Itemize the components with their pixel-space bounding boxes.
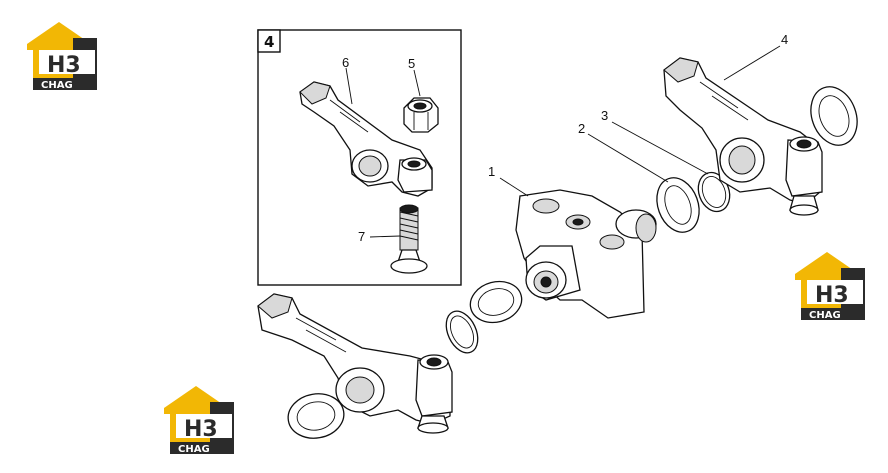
end-washer-right: [810, 86, 858, 146]
brand-logo-bottom-left: H3 CHAG: [164, 386, 234, 455]
snap-ring-left: [445, 310, 479, 354]
adjusting-screw-detail: [390, 204, 428, 274]
callout-4: 4: [781, 32, 788, 47]
logo-mark: H3: [47, 53, 81, 78]
brand-logo-right: H3 CHAG: [795, 252, 865, 321]
callout-3: 3: [601, 108, 608, 123]
callout-2: 2: [578, 121, 585, 136]
nut-detail: [403, 97, 439, 133]
end-washer-left: [287, 393, 345, 439]
rocker-arm-left: [257, 293, 453, 434]
detail-inset: 4: [257, 29, 462, 286]
callout-7: 7: [358, 229, 365, 244]
thrust-washer-right: [656, 177, 700, 233]
snap-ring-right: [697, 171, 731, 213]
rocker-arm-right: [663, 57, 823, 216]
logo-mark: H3: [815, 283, 849, 308]
inset-label: 4: [264, 33, 274, 51]
logo-wordmark: CHAG: [178, 444, 210, 455]
thrust-washer-left: [469, 280, 523, 324]
rocker-arm-detail: [299, 81, 433, 197]
callout-5: 5: [408, 56, 415, 71]
callout-6: 6: [342, 55, 349, 70]
rocker-bracket: [515, 189, 657, 319]
callout-1: 1: [488, 164, 495, 179]
brand-logo-top-left: H3 CHAG: [27, 22, 97, 91]
logo-wordmark: CHAG: [41, 80, 73, 91]
logo-mark: H3: [184, 417, 218, 442]
logo-wordmark: CHAG: [809, 310, 841, 321]
